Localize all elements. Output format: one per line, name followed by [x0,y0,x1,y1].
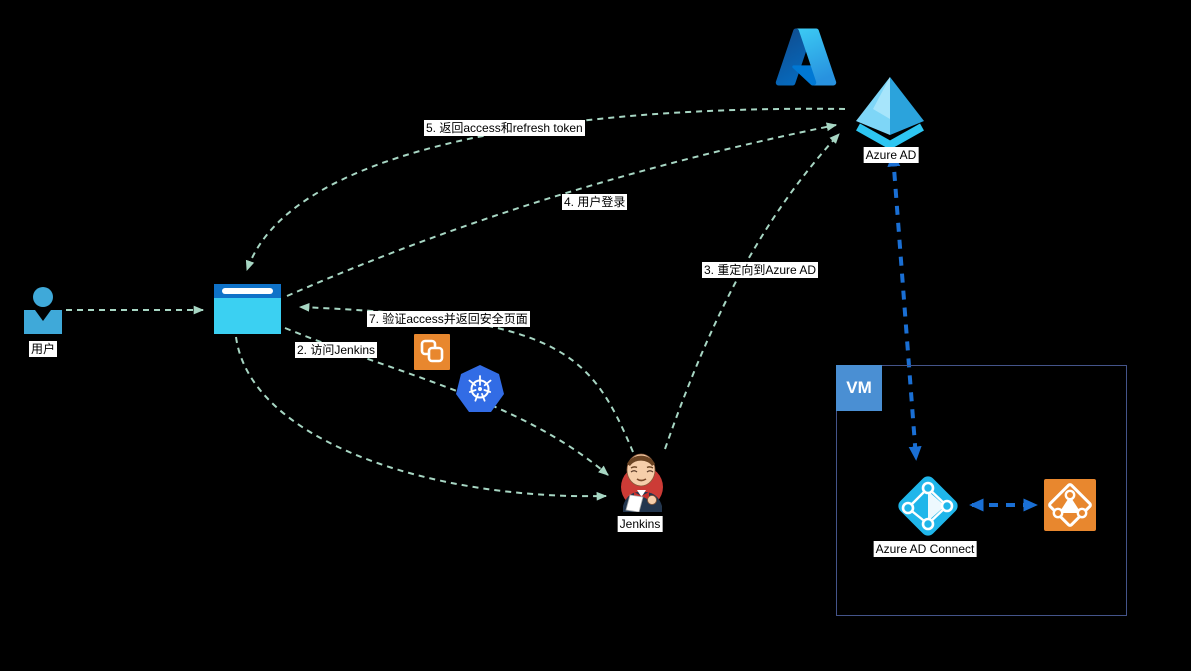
edge-5-azuread-to-browser[interactable] [245,107,846,272]
kubernetes-icon[interactable] [455,364,505,414]
edge-label-7: 7. 验证access并返回安全页面 [367,311,530,327]
vm-badge: VM [836,365,882,411]
browser-addressbar-icon [222,288,273,294]
user-label: 用户 [28,341,58,357]
azure-ad-icon[interactable] [853,75,927,153]
jenkins-label: Jenkins [617,516,663,532]
edge-label-2: 2. 访问Jenkins [295,342,378,358]
edge-browser-to-jenkins-return[interactable] [235,336,608,501]
azure-ad-connect-label: Azure AD Connect [873,541,977,557]
active-directory-icon[interactable] [1044,479,1096,531]
azure-logo-icon[interactable] [771,24,841,90]
edge-3-jenkins-to-azuread[interactable] [664,133,840,450]
edge-label-5: 5. 返回access和refresh token [424,120,585,136]
jenkins-icon[interactable] [617,448,669,513]
edge-label-3: 3. 重定向到Azure AD [702,262,819,278]
azure-ad-label: Azure AD [863,147,919,163]
edge-label-4: 4. 用户登录 [562,194,628,210]
edge-4-browser-to-azuread[interactable] [286,122,838,297]
browser-icon[interactable] [214,284,281,334]
user-icon[interactable] [24,287,62,334]
azure-ad-connect-icon[interactable] [893,471,963,541]
vm-box[interactable] [836,365,1127,616]
overlapping-squares-icon[interactable] [414,334,450,370]
